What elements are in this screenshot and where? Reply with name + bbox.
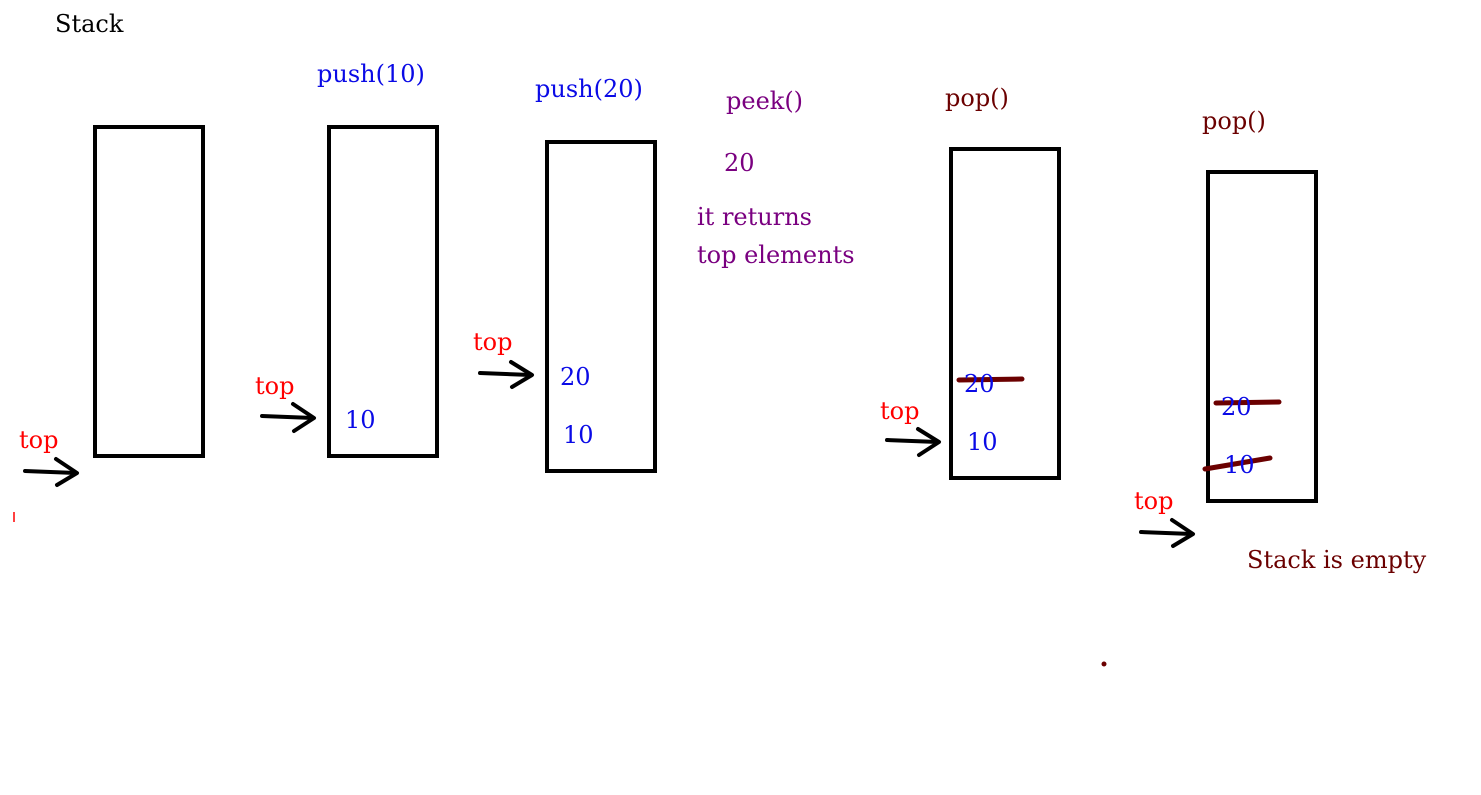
top-arrow-pop2 xyxy=(1139,518,1195,548)
operation-label-push20: push(20) xyxy=(535,75,643,103)
stack-box-pop2 xyxy=(1206,170,1318,503)
stack-box-push10 xyxy=(327,125,439,458)
strike-20-pop2 xyxy=(1213,399,1282,406)
operation-label-peek: peek() xyxy=(726,87,804,115)
top-arrow-empty xyxy=(23,457,79,487)
stack-value-pop1-10: 10 xyxy=(967,428,998,456)
stack-box-empty xyxy=(93,125,205,458)
stack-box-push20 xyxy=(545,140,657,473)
top-label-push10: top xyxy=(255,372,295,400)
peek-note-line-2: top elements xyxy=(697,241,855,269)
top-label-push20: top xyxy=(473,328,513,356)
peek-note-line-1: it returns xyxy=(697,203,812,231)
strike-10-pop2 xyxy=(1202,455,1273,472)
operation-label-push10: push(10) xyxy=(317,60,425,88)
stack-value-pop2-20: 20 xyxy=(1221,393,1252,421)
top-arrow-push20 xyxy=(478,360,534,389)
stack-value-push10-10: 10 xyxy=(345,406,376,434)
stack-value-pop2-10: 10 xyxy=(1224,451,1255,479)
strike-20-pop1 xyxy=(956,376,1025,383)
stack-value-push20-20: 20 xyxy=(560,363,591,391)
top-label-empty: top xyxy=(19,426,59,454)
stack-box-pop1 xyxy=(949,147,1061,480)
page-title: Stack xyxy=(55,10,124,38)
operation-label-pop2: pop() xyxy=(1202,107,1266,135)
top-arrow-push10 xyxy=(260,402,316,433)
stack-empty-message: Stack is empty xyxy=(1247,546,1427,574)
stack-value-push20-10: 10 xyxy=(563,421,594,449)
top-arrow-pop1 xyxy=(885,427,941,457)
stack-value-pop1-20: 20 xyxy=(964,370,995,398)
stray-dot xyxy=(1101,661,1107,667)
peek-result: 20 xyxy=(724,149,755,177)
operation-label-pop1: pop() xyxy=(945,84,1009,112)
top-label-pop1: top xyxy=(880,397,920,425)
top-label-pop2: top xyxy=(1134,487,1174,515)
